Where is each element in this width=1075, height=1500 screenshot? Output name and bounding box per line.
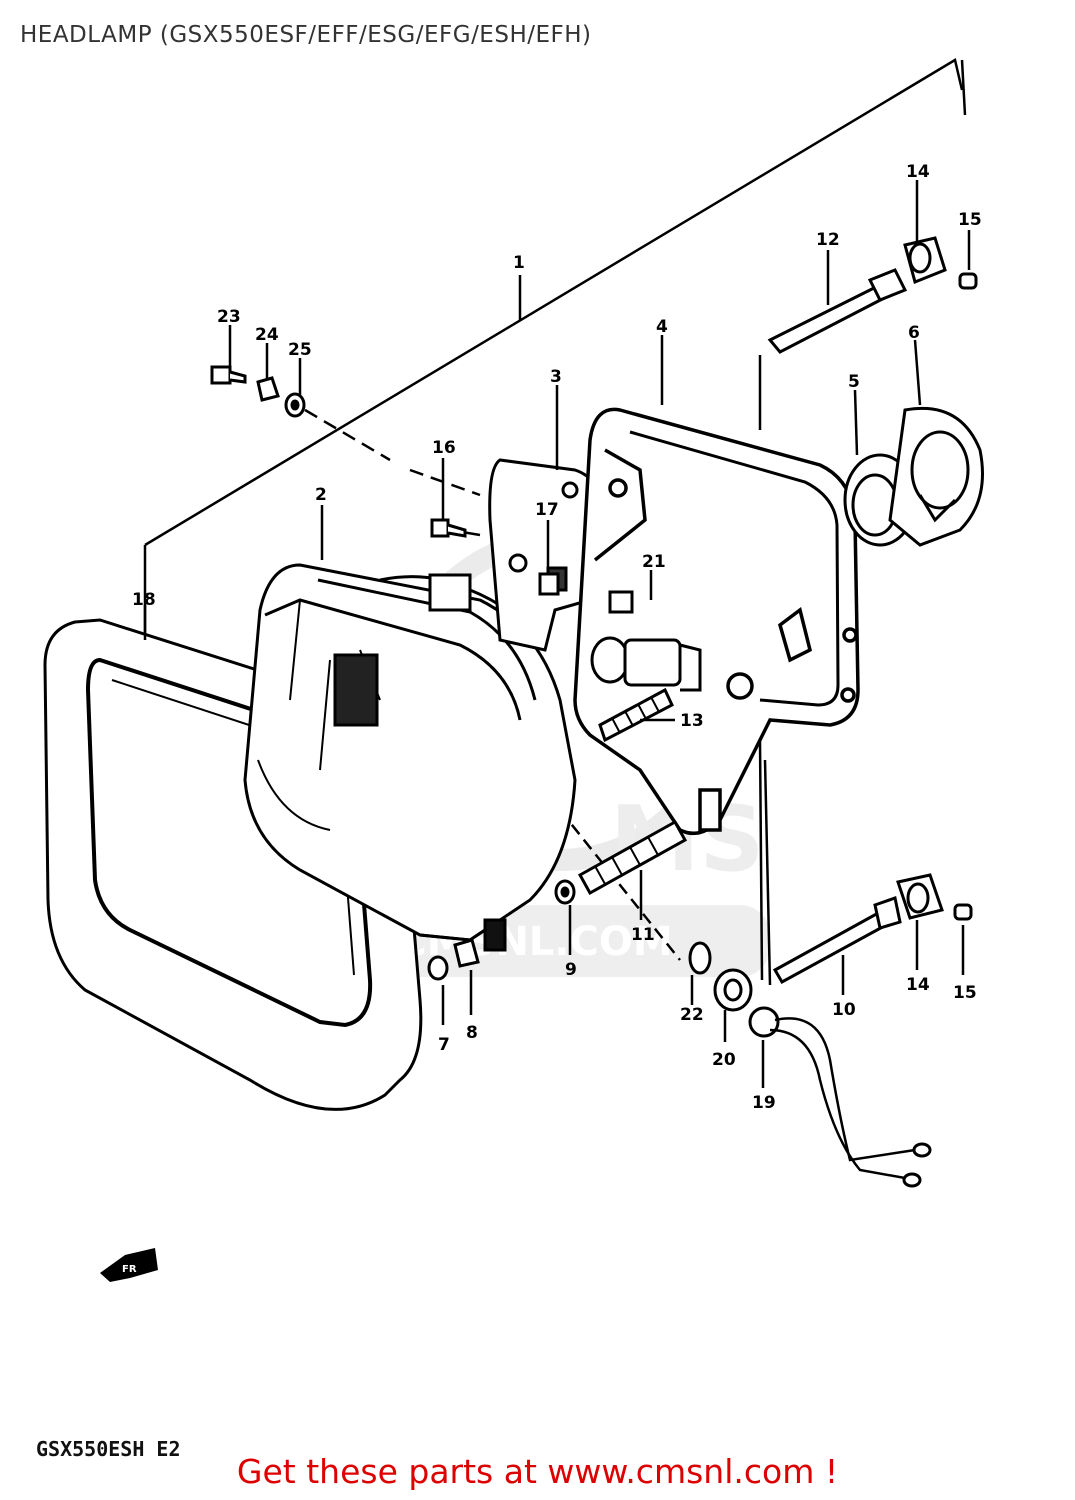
front-arrow-label: FR bbox=[122, 1264, 137, 1275]
nut-24 bbox=[256, 376, 280, 402]
grommet-20 bbox=[713, 968, 753, 1012]
callout-10: 10 bbox=[832, 1000, 856, 1020]
callout-6: 6 bbox=[908, 323, 920, 343]
callout-17: 17 bbox=[535, 500, 559, 520]
callout-19: 19 bbox=[752, 1093, 776, 1113]
headlamp-case bbox=[573, 407, 860, 836]
callout-22: 22 bbox=[680, 1005, 704, 1025]
leader-lines bbox=[143, 180, 971, 1088]
bolt-16 bbox=[430, 518, 467, 538]
screw-lower-small bbox=[953, 903, 973, 921]
model-code: GSX550ESH E2 bbox=[36, 1437, 181, 1461]
callout-5: 5 bbox=[848, 372, 860, 392]
callout-20: 20 bbox=[712, 1050, 736, 1070]
bolt-23 bbox=[210, 365, 247, 385]
diagram-title: HEADLAMP (GSX550ESF/EFF/ESG/EFG/ESH/EFH) bbox=[20, 22, 592, 48]
headlamp-bulb bbox=[546, 566, 702, 692]
callout-23: 23 bbox=[217, 307, 241, 327]
callout-11: 11 bbox=[631, 925, 655, 945]
callout-15-upper: 15 bbox=[958, 210, 982, 230]
callout-16: 16 bbox=[432, 438, 456, 458]
callout-4: 4 bbox=[656, 317, 668, 337]
callout-14-upper: 14 bbox=[906, 162, 930, 182]
screw-upper-small bbox=[958, 272, 978, 290]
callout-12: 12 bbox=[816, 230, 840, 250]
cap-cover bbox=[888, 406, 984, 547]
nut-8 bbox=[453, 938, 480, 968]
callout-1: 1 bbox=[513, 253, 525, 273]
callout-3: 3 bbox=[550, 367, 562, 387]
part-callouts: 1 2 3 4 5 6 7 8 9 10 11 12 13 14 14 15 1… bbox=[132, 162, 982, 1113]
socket-19 bbox=[748, 1006, 932, 1188]
adjuster-nut-lower bbox=[896, 873, 944, 920]
callout-15-lower: 15 bbox=[953, 983, 977, 1003]
callout-13: 13 bbox=[680, 711, 704, 731]
callout-14-lower: 14 bbox=[906, 975, 930, 995]
callout-25: 25 bbox=[288, 340, 312, 360]
stud-11 bbox=[577, 819, 688, 896]
callout-21: 21 bbox=[642, 552, 666, 572]
adjusting-screw-upper bbox=[767, 268, 908, 354]
washer-9 bbox=[554, 879, 576, 905]
clip-17 bbox=[538, 572, 560, 596]
adjusting-screw-lower bbox=[772, 896, 902, 985]
callout-9: 9 bbox=[565, 960, 577, 980]
washer-7 bbox=[427, 955, 449, 981]
front-arrow-icon: FR bbox=[100, 1248, 158, 1282]
headlamp-unit bbox=[243, 563, 577, 952]
callout-24: 24 bbox=[255, 325, 279, 345]
stud-13 bbox=[598, 687, 674, 743]
callout-18: 18 bbox=[132, 590, 156, 610]
bulb-22 bbox=[688, 941, 712, 975]
callout-2: 2 bbox=[315, 485, 327, 505]
callout-7: 7 bbox=[438, 1035, 450, 1055]
adjuster-nut-upper bbox=[903, 236, 947, 285]
footer-link-text[interactable]: Get these parts at www.cmsnl.com ! bbox=[236, 1452, 839, 1491]
washer-25 bbox=[284, 392, 306, 418]
callout-8: 8 bbox=[466, 1023, 478, 1043]
